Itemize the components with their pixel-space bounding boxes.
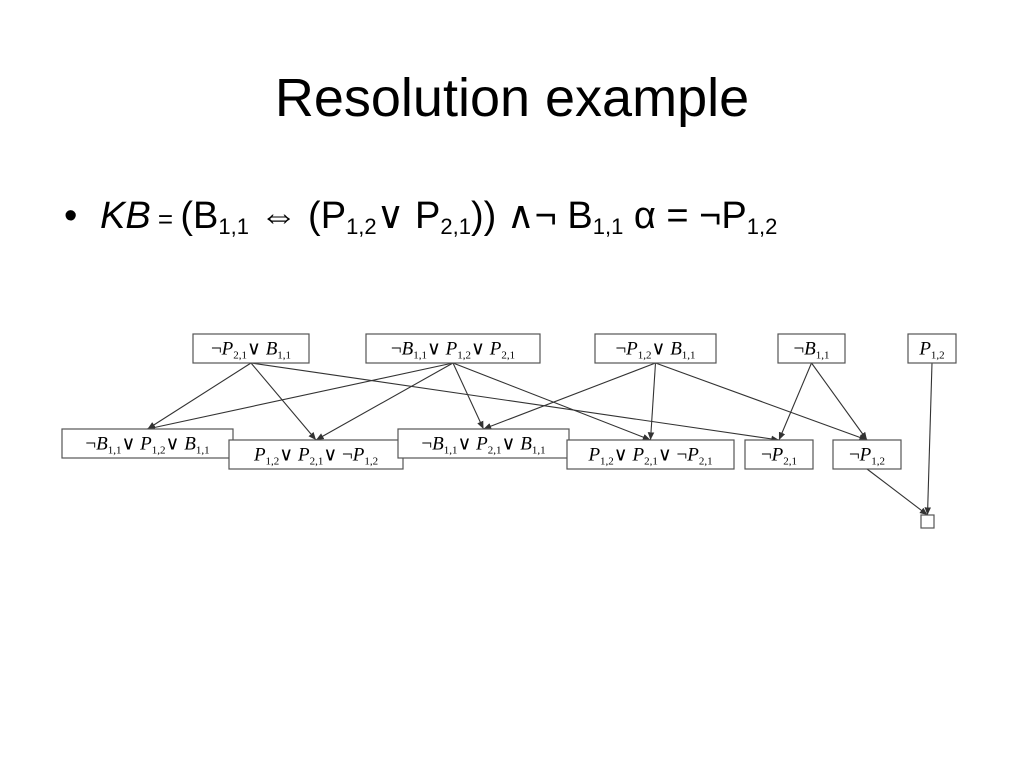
clause-box bbox=[907, 333, 957, 364]
edge-n11-n12 bbox=[866, 468, 928, 516]
edge-n3-n9 bbox=[647, 362, 657, 441]
kb-sub-1: 1,1 bbox=[218, 214, 249, 239]
clause-box bbox=[594, 333, 717, 364]
clause-node: ¬P1,2 bbox=[832, 439, 902, 470]
kb-part-2: ⇔ (P bbox=[248, 195, 347, 237]
edge-n1-n6 bbox=[147, 362, 252, 430]
clause-label: P1,2∨ P2,1∨ ¬P1,2 bbox=[253, 445, 378, 468]
kb-part-1: (B bbox=[180, 195, 219, 237]
edge-n2-n9 bbox=[452, 362, 651, 441]
clause-node: ¬P2,1∨ B1,1 bbox=[192, 333, 310, 364]
nodes-layer: ¬P2,1∨ B1,1 ¬B1,1∨ P1,2∨ P2,1 ¬P1,2∨ B1,1 ¬… bbox=[61, 333, 957, 529]
clause-label: ¬B1,1∨ P1,2∨ B1,1 bbox=[85, 434, 209, 457]
empty-clause-node bbox=[920, 514, 935, 529]
clause-box bbox=[192, 333, 310, 364]
clause-node: P1,2 bbox=[907, 333, 957, 364]
clause-box bbox=[566, 439, 735, 470]
clause-box bbox=[744, 439, 814, 470]
edge-n1-n7 bbox=[250, 362, 317, 441]
clause-label: ¬P1,2 bbox=[849, 445, 885, 468]
edge-n1-n10 bbox=[250, 362, 780, 443]
clause-box bbox=[365, 333, 541, 364]
clause-node: ¬P2,1 bbox=[744, 439, 814, 470]
clause-label: ¬P2,1 bbox=[761, 445, 797, 468]
clause-node: ¬B1,1∨ P1,2∨ B1,1 bbox=[61, 428, 234, 459]
edge-n2-n8 bbox=[452, 362, 484, 430]
clause-node: ¬P1,2∨ B1,1 bbox=[594, 333, 717, 364]
clause-node: ¬B1,1 bbox=[777, 333, 846, 364]
clause-box bbox=[920, 514, 935, 529]
edge-n2-n6 bbox=[147, 362, 454, 431]
kb-sub-2: 1,2 bbox=[346, 214, 377, 239]
clause-label: ¬P1,2∨ B1,1 bbox=[615, 339, 695, 362]
clause-node: P1,2∨ P2,1∨ ¬P2,1 bbox=[566, 439, 735, 470]
clause-label: P1,2 bbox=[918, 339, 944, 362]
clause-box bbox=[777, 333, 846, 364]
clause-node: ¬B1,1∨ P2,1∨ B1,1 bbox=[397, 428, 570, 459]
edge-n4-n10 bbox=[778, 362, 813, 441]
kb-part-3: ∨ P bbox=[376, 195, 441, 237]
kb-label: KB bbox=[100, 195, 151, 237]
alpha-sub: 1,2 bbox=[746, 214, 778, 239]
clause-label: P1,2∨ P2,1∨ ¬P2,1 bbox=[587, 445, 712, 468]
slide-title: Resolution example bbox=[274, 68, 750, 128]
edge-n2-n7 bbox=[315, 362, 454, 441]
clause-box bbox=[832, 439, 902, 470]
clause-label: ¬B1,1 bbox=[793, 339, 829, 362]
clause-node: ¬B1,1∨ P1,2∨ P2,1 bbox=[365, 333, 541, 364]
edge-n3-n11 bbox=[655, 362, 868, 441]
kb-sub-3: 2,1 bbox=[440, 214, 471, 239]
equals-sign: = bbox=[150, 204, 181, 234]
edge-n5-n12 bbox=[924, 362, 933, 516]
bullet-icon: • bbox=[64, 195, 78, 237]
clause-label: ¬P2,1∨ B1,1 bbox=[211, 339, 291, 362]
edge-n4-n11 bbox=[811, 362, 868, 441]
kb-definition: •KB = (B1,1 ⇔ (P1,2∨ P2,1)) ∧¬ B1,1 α = … bbox=[64, 188, 777, 247]
edges-layer bbox=[147, 362, 933, 516]
clause-label: ¬B1,1∨ P2,1∨ B1,1 bbox=[421, 434, 545, 457]
edge-n3-n8 bbox=[483, 362, 656, 430]
alpha-definition: α = ¬P bbox=[623, 195, 747, 237]
kb-part-4: )) ∧¬ B bbox=[470, 195, 593, 237]
kb-sub-4: 1,1 bbox=[592, 214, 624, 239]
clause-label: ¬B1,1∨ P1,2∨ P2,1 bbox=[391, 339, 515, 362]
clause-box bbox=[397, 428, 570, 459]
clause-node: P1,2∨ P2,1∨ ¬P1,2 bbox=[228, 439, 404, 470]
